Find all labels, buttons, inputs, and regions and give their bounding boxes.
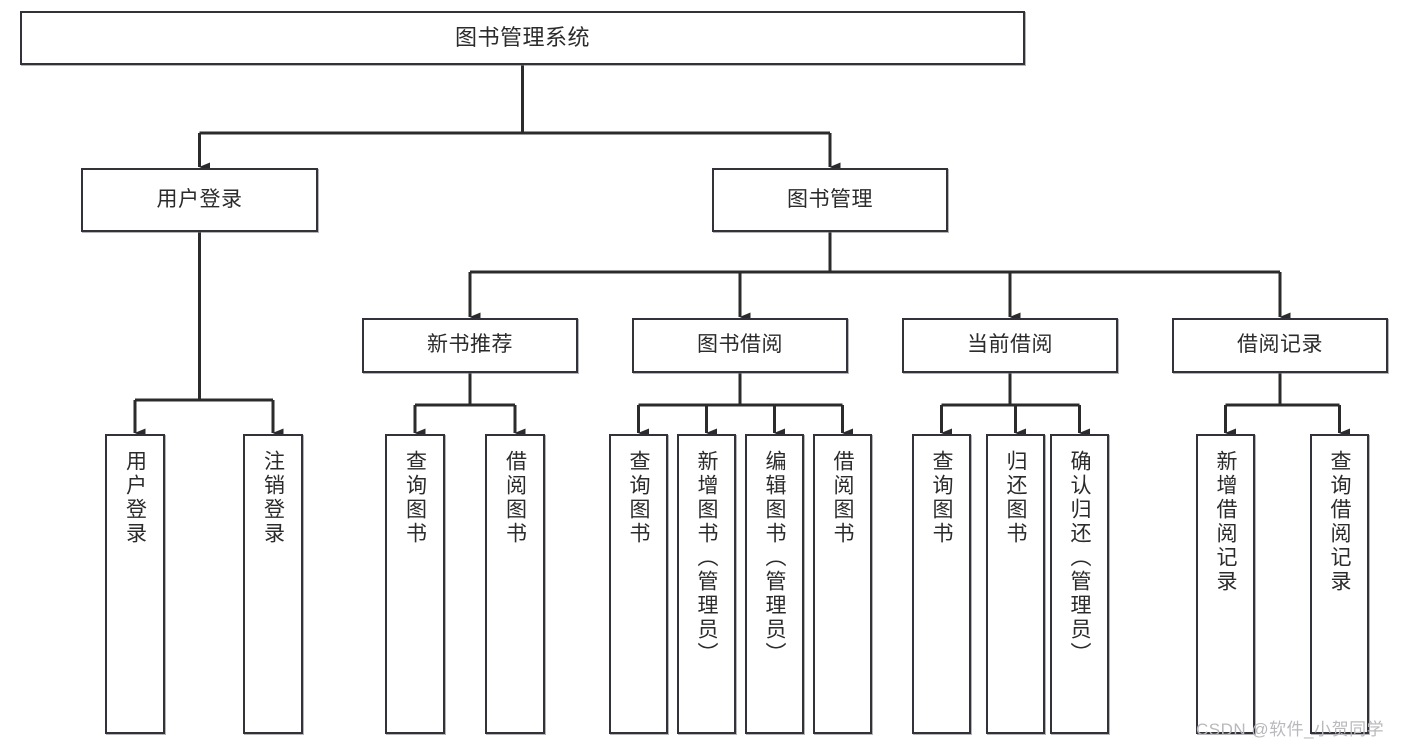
node-leaf-borrow-book-rec[interactable]: 借阅图书 — [485, 434, 545, 734]
node-current-borrow-label: 当前借阅 — [967, 333, 1053, 357]
node-leaf-query-book-cur[interactable]: 查询图书 — [912, 434, 971, 734]
node-leaf-query-borrow-record-label: 查询借阅记录 — [1328, 450, 1351, 594]
node-borrow-record[interactable]: 借阅记录 — [1172, 318, 1388, 373]
node-book-manage[interactable]: 图书管理 — [712, 168, 948, 232]
csdn-watermark: CSDN @软件_小贺同学 — [1196, 720, 1385, 739]
node-leaf-borrow-book-bw[interactable]: 借阅图书 — [813, 434, 872, 734]
node-new-book-recommend[interactable]: 新书推荐 — [362, 318, 578, 373]
node-current-borrow[interactable]: 当前借阅 — [902, 318, 1118, 373]
node-leaf-add-book-admin[interactable]: 新增图书（管理员） — [677, 434, 736, 734]
node-leaf-user-login[interactable]: 用户登录 — [105, 434, 165, 734]
node-leaf-return-book[interactable]: 归还图书 — [986, 434, 1045, 734]
node-leaf-confirm-return-admin-label: 确认归还（管理员） — [1068, 450, 1091, 666]
node-leaf-return-book-label: 归还图书 — [1004, 450, 1027, 546]
node-new-book-recommend-label: 新书推荐 — [427, 333, 513, 357]
node-leaf-query-book-bw[interactable]: 查询图书 — [609, 434, 668, 734]
node-leaf-edit-book-admin[interactable]: 编辑图书（管理员） — [745, 434, 804, 734]
node-borrow-record-label: 借阅记录 — [1237, 333, 1323, 357]
node-leaf-user-login-label: 用户登录 — [123, 450, 147, 546]
node-leaf-query-borrow-record[interactable]: 查询借阅记录 — [1310, 434, 1369, 734]
node-user-login-label: 用户登录 — [156, 187, 243, 211]
node-leaf-query-book-rec-label: 查询图书 — [403, 450, 427, 546]
node-leaf-add-borrow-record-label: 新增借阅记录 — [1214, 450, 1237, 594]
node-book-borrow[interactable]: 图书借阅 — [632, 318, 848, 373]
node-leaf-query-book-bw-label: 查询图书 — [627, 450, 650, 546]
node-root-label: 图书管理系统 — [454, 25, 590, 51]
node-leaf-user-logout-label: 注销登录 — [261, 450, 285, 546]
node-leaf-query-book-rec[interactable]: 查询图书 — [385, 434, 445, 734]
node-book-borrow-label: 图书借阅 — [697, 333, 783, 357]
node-leaf-edit-book-admin-label: 编辑图书（管理员） — [763, 450, 786, 666]
node-root[interactable]: 图书管理系统 — [20, 11, 1025, 65]
node-leaf-user-logout[interactable]: 注销登录 — [243, 434, 303, 734]
node-book-manage-label: 图书管理 — [787, 187, 873, 211]
node-leaf-query-book-cur-label: 查询图书 — [930, 450, 953, 546]
node-leaf-confirm-return-admin[interactable]: 确认归还（管理员） — [1050, 434, 1109, 734]
node-leaf-borrow-book-bw-label: 借阅图书 — [831, 450, 854, 546]
node-leaf-add-book-admin-label: 新增图书（管理员） — [695, 450, 718, 666]
node-leaf-add-borrow-record[interactable]: 新增借阅记录 — [1196, 434, 1255, 734]
node-user-login[interactable]: 用户登录 — [81, 168, 318, 232]
node-leaf-borrow-book-rec-label: 借阅图书 — [503, 450, 527, 546]
